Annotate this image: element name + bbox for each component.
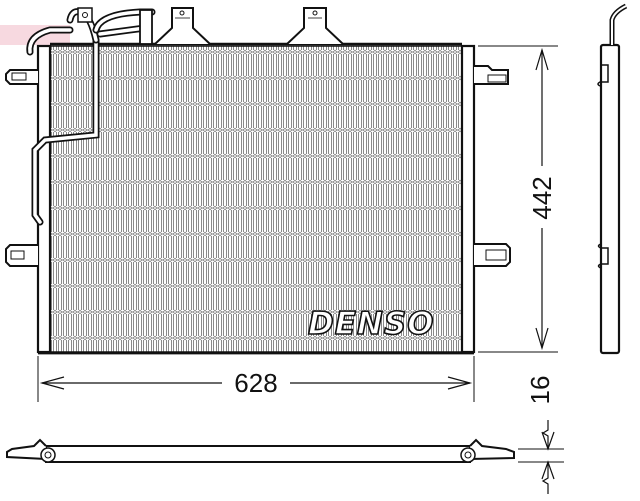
bottom-view	[6, 438, 515, 463]
width-dimension: 628	[37, 356, 475, 402]
top-bracket-left	[154, 7, 211, 45]
height-dimension: 442	[478, 45, 558, 353]
brand-logo: DENSO	[308, 306, 435, 342]
side-view	[597, 3, 628, 355]
left-tank	[36, 44, 52, 354]
pipe-block	[77, 7, 93, 23]
pipe-flange	[139, 9, 153, 45]
top-bracket-right	[286, 7, 344, 45]
height-label: 442	[527, 176, 557, 219]
thickness-label: 16	[525, 376, 555, 405]
pipe-assembly	[26, 8, 156, 226]
thickness-dimension: 16	[518, 376, 564, 494]
width-label: 628	[234, 368, 277, 398]
front-view: DENSO	[5, 7, 511, 355]
right-tank	[460, 44, 476, 354]
